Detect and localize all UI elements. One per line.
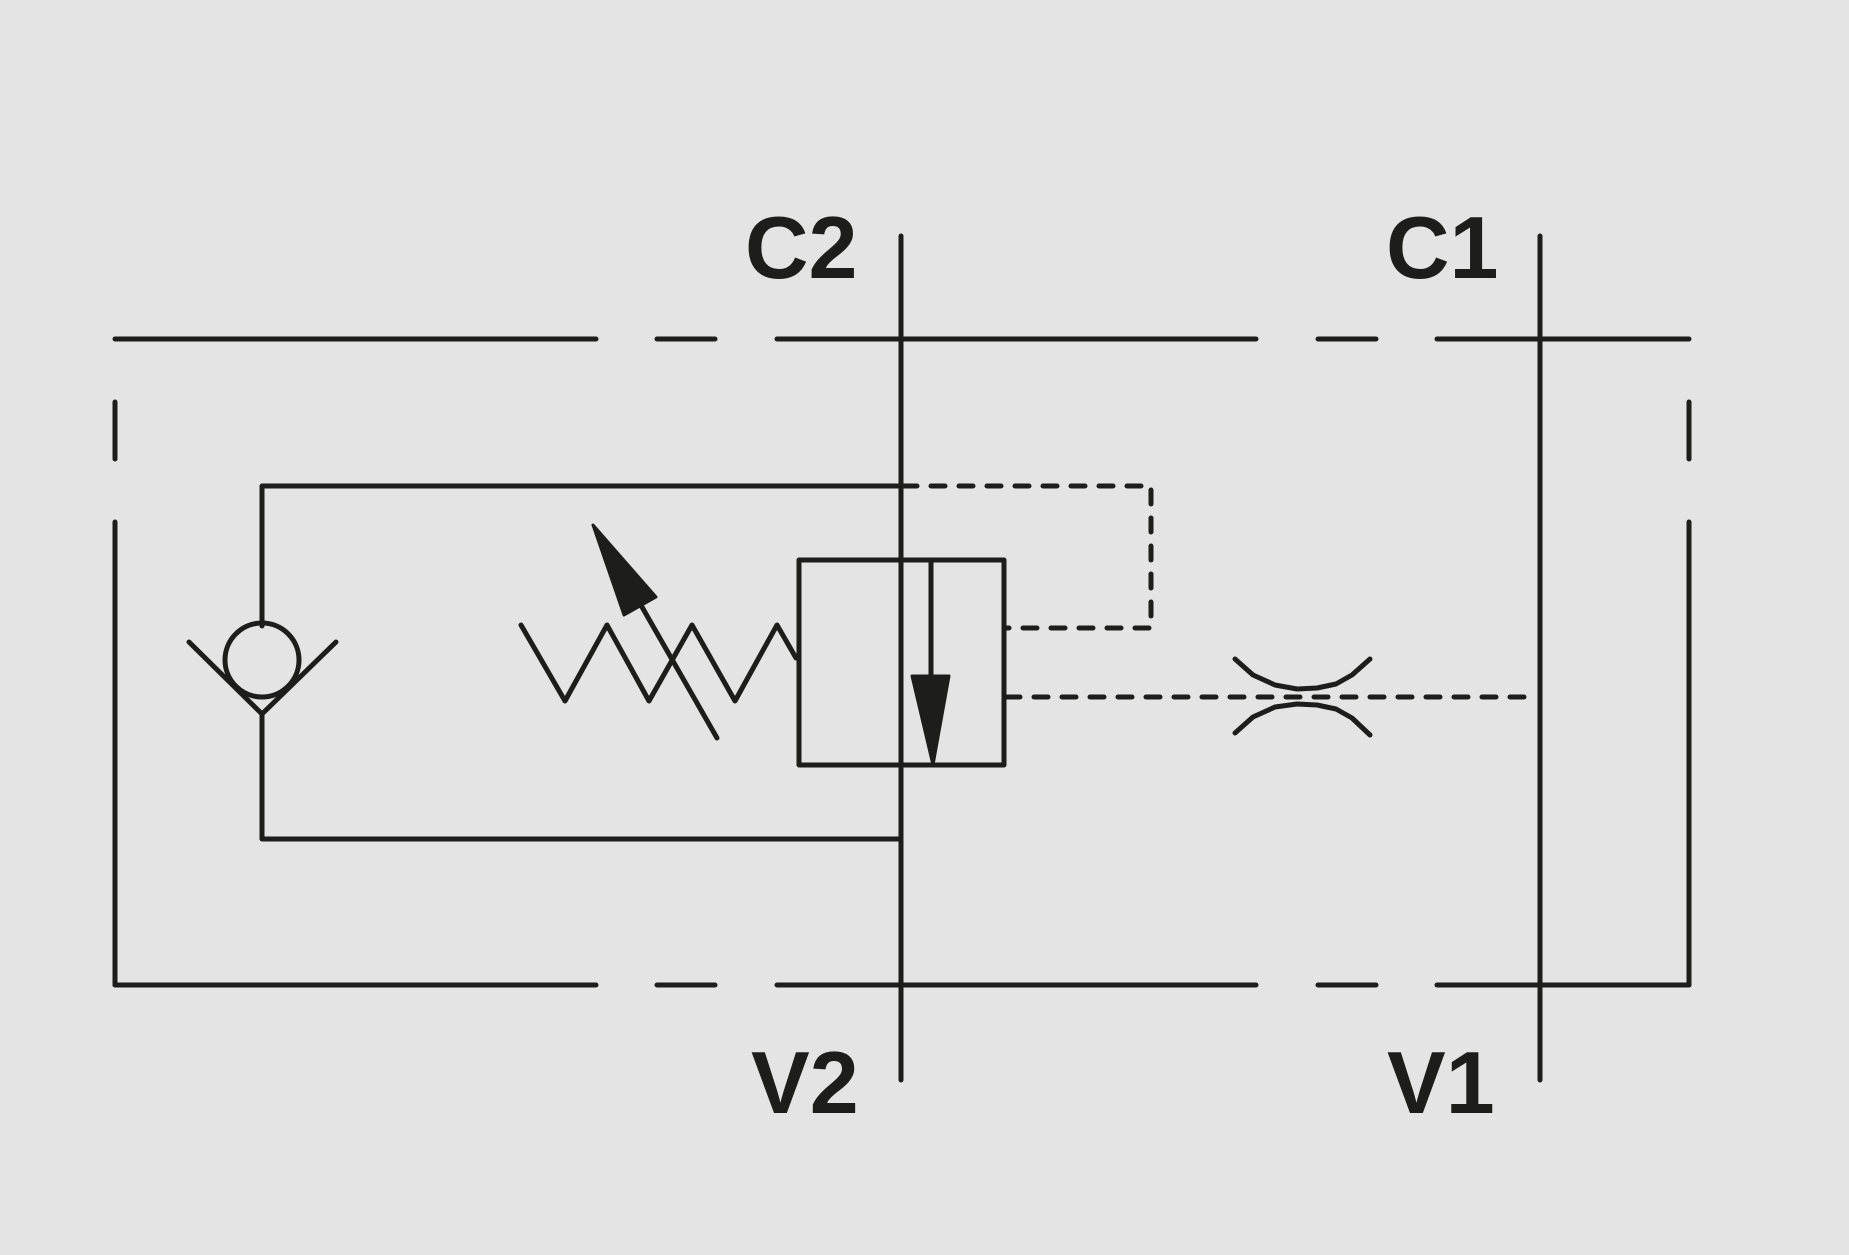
valve-body-outline xyxy=(112,336,1692,988)
port-label-v1: V1 xyxy=(1387,1033,1495,1132)
adjust-arrow-shaft xyxy=(635,597,720,741)
relief-valve xyxy=(796,557,1007,768)
port-label-c2: C2 xyxy=(745,198,858,297)
pilot-line-c2 xyxy=(900,483,1154,631)
port-label-c1: C1 xyxy=(1386,198,1499,297)
relief-valve-arrow-head xyxy=(910,674,951,767)
orifice xyxy=(1232,656,1373,738)
orifice-lower-curve xyxy=(1232,701,1373,738)
port-label-v2: V2 xyxy=(751,1033,859,1132)
adjustable-spring xyxy=(518,597,799,741)
check-valve-seat xyxy=(186,639,339,717)
orifice-upper-curve xyxy=(1232,656,1373,692)
spring-zigzag xyxy=(518,622,799,704)
adjust-arrow-head xyxy=(591,523,658,617)
relief-valve-box xyxy=(796,557,1007,768)
check-valve xyxy=(186,620,339,717)
check-valve-ball xyxy=(222,620,302,700)
pilot-lines xyxy=(900,483,1539,700)
bypass-line xyxy=(259,483,904,842)
